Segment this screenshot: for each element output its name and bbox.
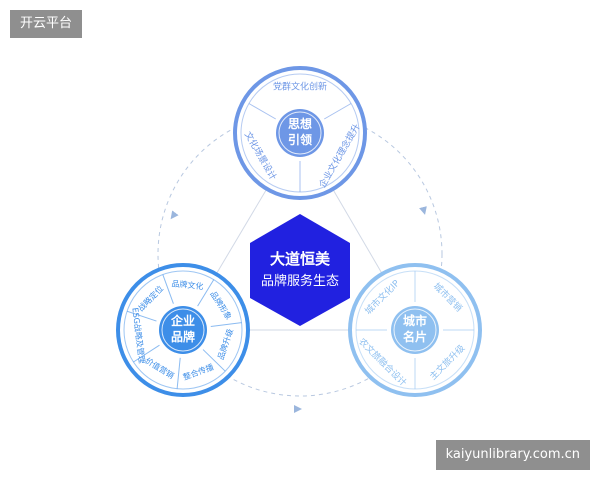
center-hexagon (250, 214, 350, 326)
center-title-line1: 大道恒美 (270, 250, 331, 268)
cycle-arrow-left (170, 210, 179, 220)
brand-badge: 开云平台 (10, 10, 83, 38)
cycle-arrow-right (419, 206, 427, 215)
top-node-core (276, 109, 324, 157)
segment-divider (133, 344, 160, 363)
segment-divider (197, 279, 215, 307)
core-label-line1: 思想 (288, 116, 312, 131)
segment-divider (323, 103, 352, 120)
left-node-core (159, 306, 207, 354)
right-node-core-outline (393, 308, 437, 352)
right-node-core (391, 306, 439, 354)
cycle-ring (157, 111, 443, 397)
segment-divider (126, 310, 157, 322)
segment-divider (202, 349, 226, 372)
core-label-line2: 引领 (288, 132, 312, 147)
segment-divider (210, 322, 242, 328)
segment-label: 品牌文化 (171, 278, 204, 291)
core-label-line1: 企业 (170, 313, 195, 328)
connector-triangle (182, 132, 416, 331)
segment-label: 党群文化创新 (273, 81, 327, 93)
core-label-line1: 城市 (403, 313, 427, 328)
center-title-line2: 品牌服务生态 (261, 273, 339, 289)
top-node-core-outline (278, 111, 322, 155)
segment-divider (176, 357, 181, 389)
core-label-line2: 名片 (403, 329, 427, 344)
segment-divider (248, 103, 277, 120)
left-node-core-outline (161, 308, 205, 352)
watermark: kaiyunlibrary.com.cn (435, 440, 590, 470)
segment-divider (162, 274, 174, 304)
core-label-line2: 品牌 (171, 329, 195, 344)
